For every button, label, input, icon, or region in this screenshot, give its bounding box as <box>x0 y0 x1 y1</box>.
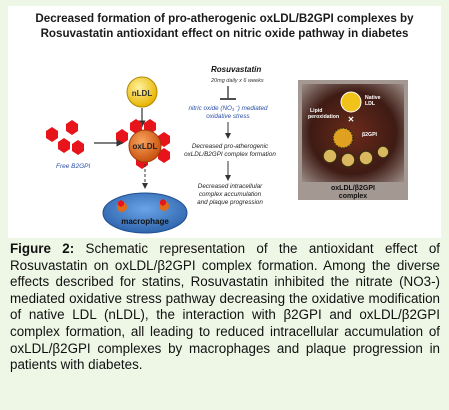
figure-diagram: nLDL oxLDL <box>46 65 408 234</box>
step3-line1: Decreased intracellular <box>198 183 263 190</box>
oxldl-label: oxLDL <box>133 142 158 151</box>
step2-line2: oxLDL/B2GPI complex formation <box>184 151 276 158</box>
lipid-perox-label-1: Lipid <box>310 108 322 114</box>
free-b2gpi-hexagon-icon <box>58 138 70 153</box>
figure-image: Decreased formation of pro-atherogenic o… <box>8 6 441 238</box>
free-b2gpi-hexagon-icon <box>72 140 84 155</box>
oxldl-complex-particle <box>332 127 354 149</box>
free-b2gpi-group <box>46 120 84 155</box>
complex-chain <box>322 145 390 168</box>
step3-line2: complex accumulation <box>199 191 262 198</box>
drug-dose: 20mg daily x 6 weeks <box>210 78 264 84</box>
caption-figure-label: Figure 2: <box>10 241 75 256</box>
drug-name: Rosuvastatin <box>211 65 261 74</box>
complex-label-1: oxLDL/β2GPI <box>331 185 375 192</box>
macrophage-cell <box>102 192 188 234</box>
right-panel: Native LDL Lipid peroxidation ✕ β2GPI ox… <box>298 80 408 200</box>
step1-line2: oxidative stress <box>206 113 250 120</box>
figure-title-line-2: Rosuvastatin antioxidant effect on nitri… <box>40 26 409 40</box>
lipid-perox-label-2: peroxidation <box>308 114 339 120</box>
b2gpi-hexagon-icon <box>158 148 170 163</box>
left-panel: nLDL oxLDL <box>46 76 188 234</box>
free-b2gpi-hexagon-icon <box>46 127 58 142</box>
macrophage-label: macrophage <box>121 217 169 226</box>
caption-text: Schematic representation of the antioxid… <box>10 241 441 373</box>
figure-title: Decreased formation of pro-atherogenic o… <box>8 12 441 41</box>
internalized-b2gpi-icon <box>160 199 166 206</box>
step1-line1: nitric oxide (NO₃⁻) mediated <box>189 105 268 112</box>
free-b2gpi-hexagon-icon <box>66 120 78 135</box>
chain-particle <box>376 145 390 159</box>
middle-panel: Rosuvastatin 20mg daily x 6 weeks nitric… <box>184 65 276 206</box>
chain-particle <box>340 152 356 168</box>
chain-particle <box>322 148 338 164</box>
b2gpi-hexagon-icon <box>130 119 142 134</box>
complex-label-2: complex <box>339 193 368 200</box>
oxldl-particle <box>128 129 162 163</box>
step2-line1: Decreased pro-atherogenic <box>192 143 269 150</box>
internalized-b2gpi-icon <box>118 200 124 207</box>
figure-title-line-1: Decreased formation of pro-atherogenic o… <box>35 12 414 25</box>
chain-particle <box>358 150 374 166</box>
nldl-label: nLDL <box>132 89 153 98</box>
native-ldl-particle <box>340 91 362 113</box>
step3-line3: and plaque progression <box>197 199 263 206</box>
b2gpi-hexagon-icon <box>116 129 128 144</box>
native-ldl-label-2: LDL <box>365 101 376 107</box>
native-ldl-label-1: Native <box>365 95 381 101</box>
b2gpi-label: β2GPI <box>362 132 378 138</box>
figure-caption: Figure 2: Schematic representation of th… <box>10 241 440 374</box>
free-b2gpi-label: Free B2GPI <box>56 163 91 170</box>
cross-icon: ✕ <box>348 115 355 124</box>
nldl-particle <box>126 76 158 108</box>
